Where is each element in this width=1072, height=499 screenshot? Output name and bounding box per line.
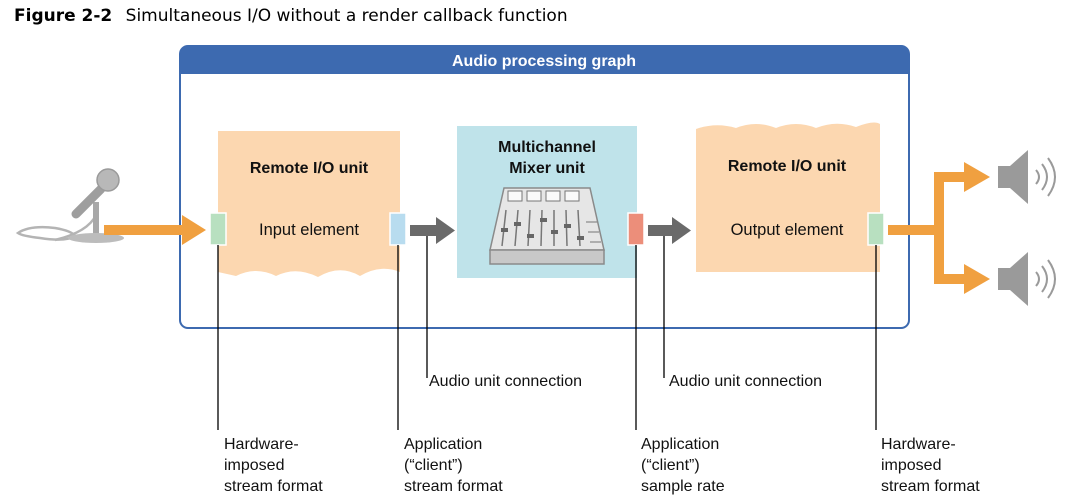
annotation-client-format: Application (“client”) stream format	[404, 436, 503, 495]
microphone-icon	[15, 168, 124, 243]
annotation-line: Application	[404, 436, 482, 453]
annotation-line: stream format	[404, 478, 503, 495]
mixing-console-icon	[489, 187, 605, 265]
client-rate-port	[627, 212, 645, 246]
speaker-top-icon	[998, 150, 1056, 204]
connection-label-2: Audio unit connection	[669, 373, 822, 390]
remote-io-unit-output: Remote I/O unit Output element	[696, 122, 885, 272]
connection-arrow-2	[648, 217, 691, 244]
mixer-title-line1: Multichannel	[498, 139, 596, 156]
annotation-line: stream format	[881, 478, 980, 495]
output-signal-arrows	[888, 162, 990, 294]
annotation-line: Hardware-	[224, 436, 299, 453]
output-unit-body	[696, 122, 880, 272]
connection-label-1: Audio unit connection	[429, 373, 582, 390]
annotation-line: sample rate	[641, 478, 725, 495]
annotation-hw-in: Hardware- imposed stream format	[224, 436, 323, 495]
leader-lines	[217, 236, 877, 430]
annotation-line: imposed	[224, 457, 284, 474]
annotation-line: Application	[641, 436, 719, 453]
output-unit-title: Remote I/O unit	[728, 158, 847, 175]
connection-arrow-1	[410, 217, 455, 244]
mixer-title-line2: Mixer unit	[509, 160, 585, 177]
figure-number: Figure 2-2	[14, 6, 113, 26]
annotation-client-rate: Application (“client”) sample rate	[641, 436, 725, 495]
output-element-label: Output element	[731, 221, 844, 239]
figure-title: Simultaneous I/O without a render callba…	[125, 6, 568, 26]
input-element-label: Input element	[259, 221, 359, 239]
speaker-bottom-icon	[998, 252, 1056, 306]
annotation-line: (“client”)	[404, 457, 463, 474]
annotation-line: (“client”)	[641, 457, 700, 474]
annotation-line: stream format	[224, 478, 323, 495]
input-signal-arrow	[104, 215, 206, 245]
remote-io-unit-input: Remote I/O unit Input element	[209, 131, 407, 277]
figure-caption: Figure 2-2 Simultaneous I/O without a re…	[14, 6, 568, 26]
hw-output-port	[867, 212, 885, 246]
input-unit-title: Remote I/O unit	[250, 160, 369, 177]
hw-input-port	[209, 212, 227, 246]
multichannel-mixer-unit: Multichannel Mixer unit	[457, 126, 645, 278]
graph-title: Audio processing graph	[452, 53, 636, 70]
graph-header	[180, 46, 909, 74]
annotation-line: Hardware-	[881, 436, 956, 453]
annotation-line: imposed	[881, 457, 941, 474]
input-unit-body	[218, 131, 400, 277]
annotation-hw-out: Hardware- imposed stream format	[881, 436, 980, 495]
client-format-port	[389, 212, 407, 246]
